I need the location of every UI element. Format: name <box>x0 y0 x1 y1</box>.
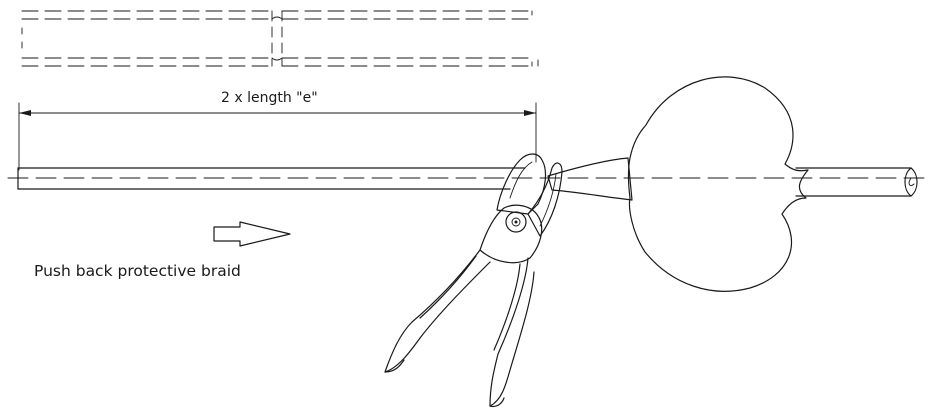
push-direction-arrow-icon <box>213 221 291 247</box>
braid-taper <box>547 157 633 201</box>
cable-right <box>795 167 918 197</box>
side-cutter-pliers-icon <box>384 153 563 408</box>
dimension-label: 2 x length "e" <box>221 90 318 106</box>
dimension-line <box>18 102 537 171</box>
instruction-caption: Push back protective braid <box>34 262 241 280</box>
braid-bulge <box>627 76 809 292</box>
cable-inner-conductor <box>17 167 526 190</box>
dashed-cutoff-outline <box>21 10 539 67</box>
